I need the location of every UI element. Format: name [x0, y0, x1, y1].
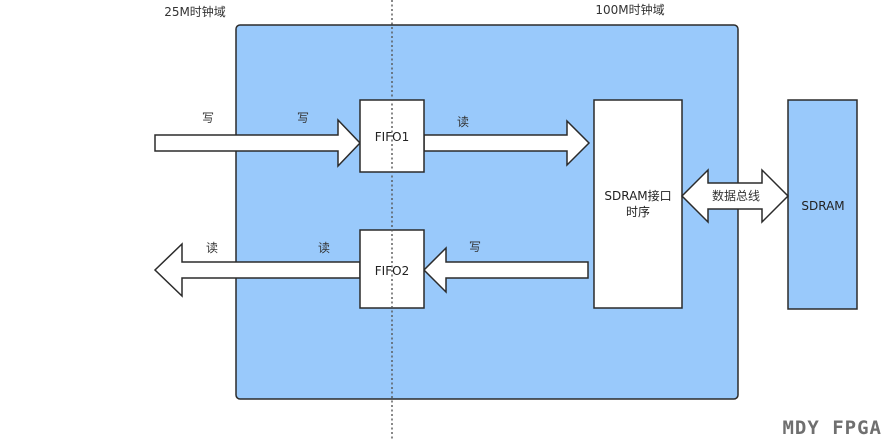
write-in-inner-label: 写 [297, 111, 309, 125]
sdram-interface-label-line1: SDRAM接口 [604, 188, 671, 203]
sdram-block [787, 99, 858, 310]
right-domain-label: 100M时钟域 [595, 2, 664, 17]
sdram-interface-block [593, 99, 683, 309]
read-out-arrow [153, 242, 361, 298]
read-out-inner-label: 读 [318, 241, 330, 255]
fifo1-read-arrow [423, 119, 591, 167]
data-bus-arrow [680, 168, 790, 224]
fifo1-label: FIFO1 [375, 130, 409, 144]
write-in-arrow [154, 118, 362, 168]
fifo1-read-label: 读 [457, 115, 469, 129]
fifo2-label: FIFO2 [375, 264, 409, 278]
sdram-label: SDRAM [801, 199, 844, 213]
fifo2-write-arrow [422, 246, 589, 294]
fifo2-write-label: 写 [469, 240, 481, 254]
write-in-outer-label: 写 [202, 111, 214, 125]
watermark-text: MDY FPGA [782, 417, 882, 439]
read-out-outer-label: 读 [206, 241, 218, 255]
data-bus-label: 数据总线 [712, 188, 760, 203]
sdram-interface-label-line2: 时序 [626, 204, 650, 219]
left-domain-label: 25M时钟域 [164, 4, 226, 19]
